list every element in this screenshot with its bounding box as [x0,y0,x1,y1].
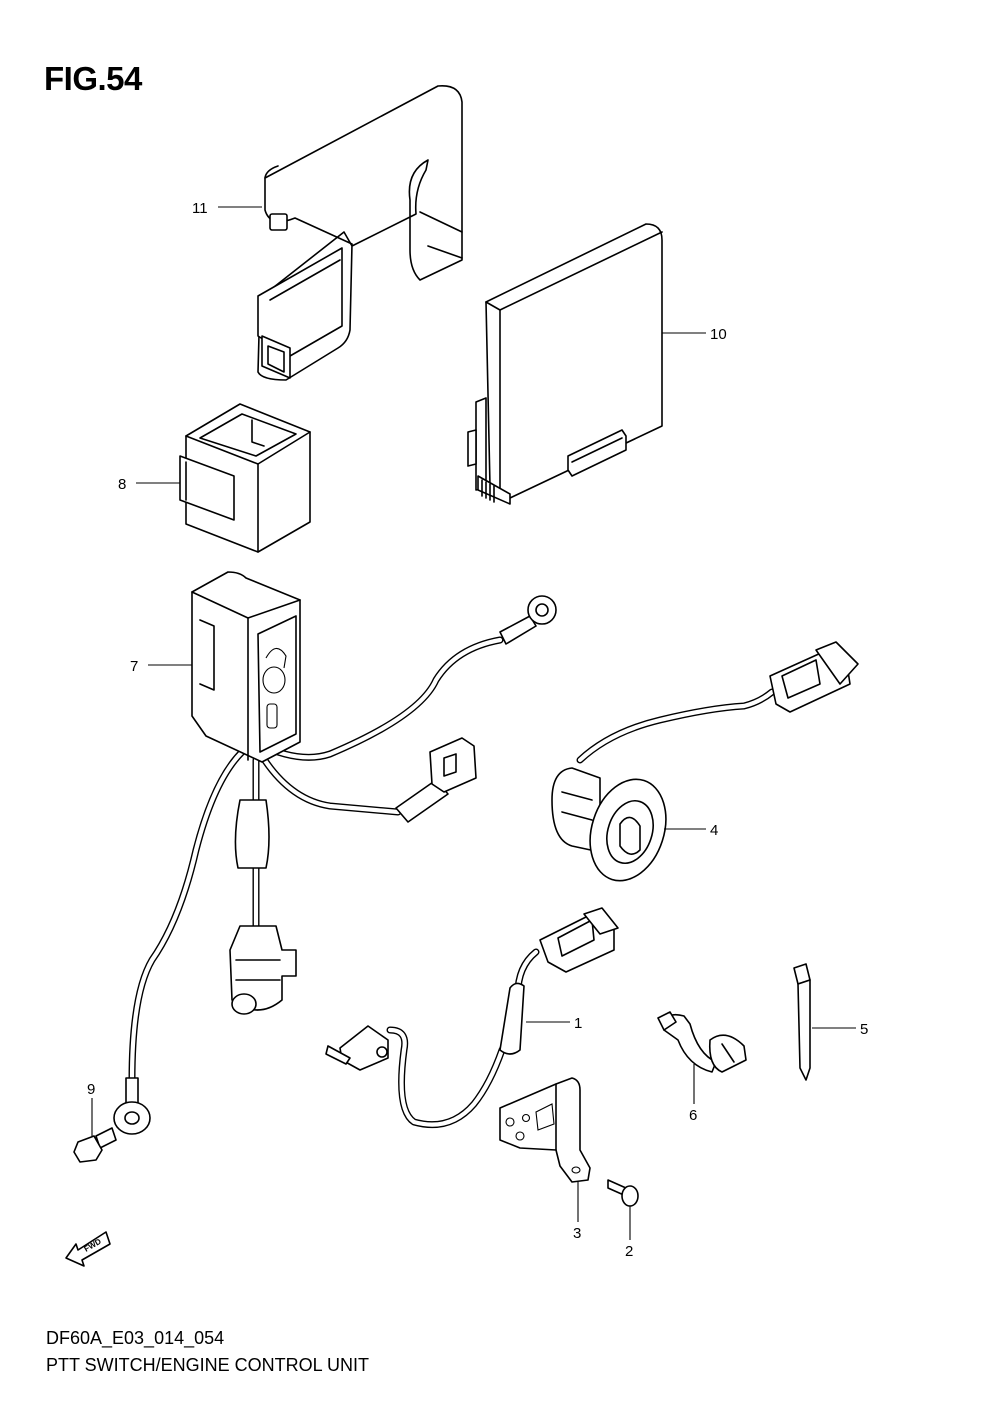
part-11-cover[interactable] [257,85,463,381]
callout-7[interactable]: 7 [130,658,138,675]
callout-4[interactable]: 4 [710,822,718,839]
leader-lines [91,206,856,1240]
part-5-cable-tie[interactable] [793,963,811,1081]
diagram-subtitle: PTT SWITCH/ENGINE CONTROL UNIT [46,1355,370,1375]
callout-1[interactable]: 1 [574,1015,582,1032]
part-6-clamp[interactable] [657,1011,747,1073]
callout-8[interactable]: 8 [118,476,126,493]
part-2-screw[interactable] [607,1179,639,1207]
callout-9[interactable]: 9 [87,1081,95,1098]
callout-6[interactable]: 6 [689,1107,697,1124]
figure-label: FIG.54 [44,60,142,97]
part-9-bolt[interactable] [73,1127,117,1163]
callout-5[interactable]: 5 [860,1021,868,1038]
callout-11[interactable]: 11 [192,200,208,217]
part-10-ecu[interactable] [467,223,663,505]
part-8-relay[interactable] [179,403,311,553]
diagram-code: DF60A_E03_014_054 [46,1328,225,1348]
callout-3[interactable]: 3 [573,1225,581,1242]
part-3-bracket[interactable] [499,1077,591,1183]
callout-10[interactable]: 10 [710,326,727,343]
part-4-switch[interactable] [551,641,859,891]
part-1-sensor[interactable] [325,907,619,1129]
part-7-ptt-harness[interactable] [113,571,557,1135]
callout-numbers: 11 10 8 7 4 1 5 6 3 2 9 [87,200,868,1260]
fwd-arrow: FWD [65,1231,111,1267]
callout-2[interactable]: 2 [625,1243,633,1260]
